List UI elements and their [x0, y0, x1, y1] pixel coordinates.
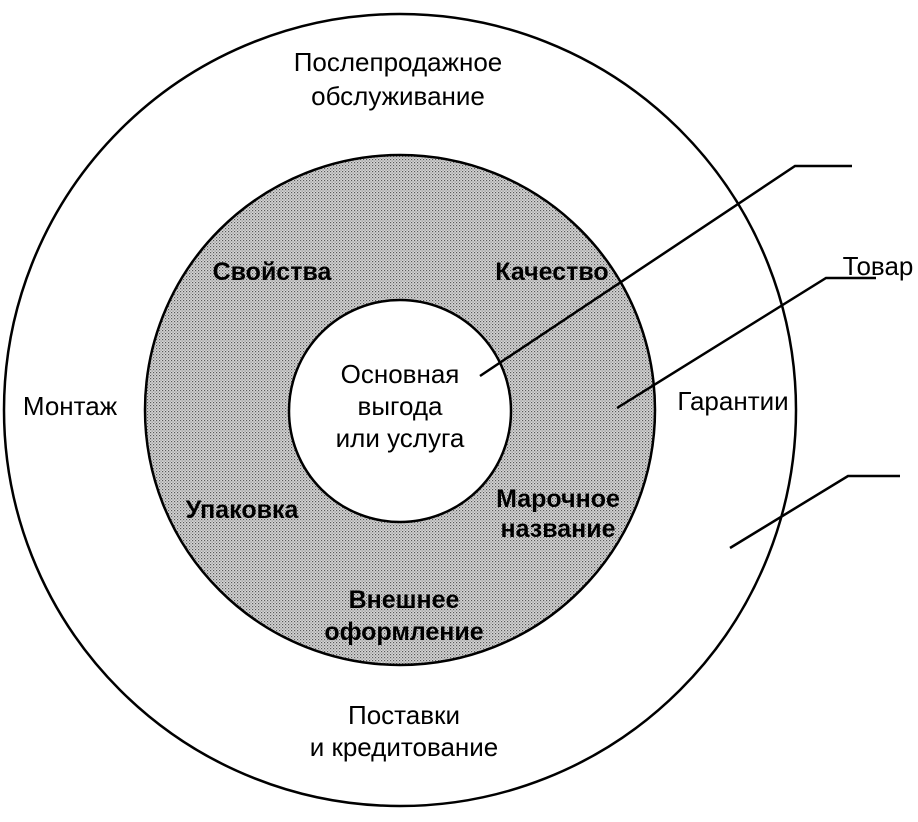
callout-line-augmented [729, 474, 900, 550]
label-aftersales-line2: обслуживание [311, 81, 485, 111]
callout-line-core [479, 164, 852, 378]
core-label-line1: Основная [341, 359, 460, 389]
label-brand-line2: название [500, 515, 615, 543]
label-brand-line1: Марочное [496, 485, 620, 513]
label-design-line2: оформление [324, 618, 483, 646]
label-design-line1: Внешнее [349, 586, 460, 614]
label-packaging: Упаковка [186, 496, 300, 524]
label-quality: Качество [495, 258, 608, 286]
label-product: Товар [843, 251, 914, 281]
inner-circle [287, 298, 513, 524]
callout-line-actual [616, 276, 876, 410]
label-installation: Монтаж [23, 391, 118, 421]
core-label-line3: или услуга [336, 423, 465, 453]
label-properties: Свойства [213, 258, 333, 286]
label-delivery-line2: и кредитование [310, 732, 499, 762]
core-label-line2: выгода [358, 391, 443, 421]
label-aftersales-line1: Послепродажное [294, 47, 503, 77]
label-warranty: Гарантии [677, 386, 788, 416]
label-delivery-line1: Поставки [348, 700, 460, 730]
